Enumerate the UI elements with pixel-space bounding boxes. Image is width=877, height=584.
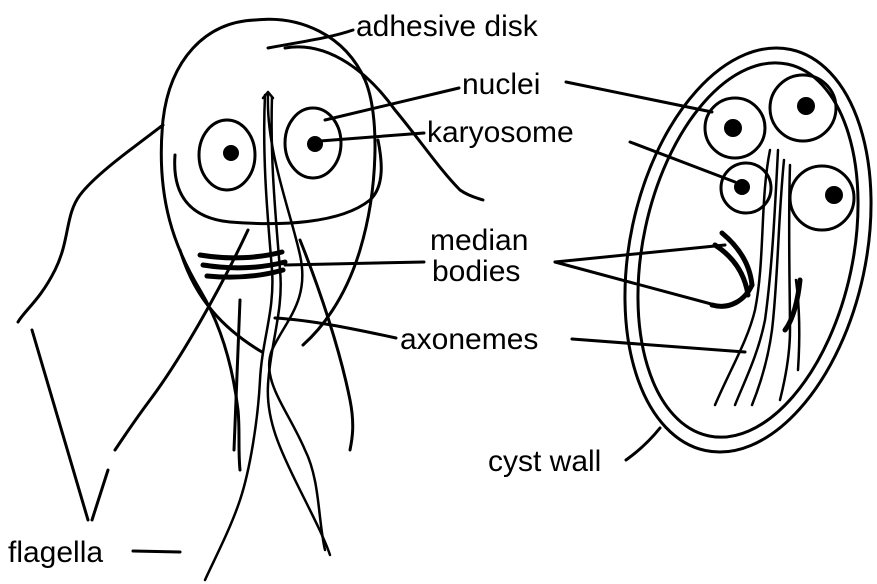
label-karyosome: karyosome [427,116,574,149]
flagellum-left-mid [115,230,248,450]
cyst-median-body-2 [715,245,748,295]
label-median-line1: median [430,224,528,257]
flagellum-right-mid [300,240,353,450]
cyst-median-body-1 [722,233,752,285]
label-axonemes: axonemes [400,323,538,356]
label-cyst-wall: cyst wall [488,445,601,478]
median-body-1 [200,252,282,258]
adhesive-disk-outline [175,140,382,224]
leader-flagella-1 [32,330,88,520]
leader-cyst-wall [626,428,660,460]
leader-karyosome-left [320,133,424,141]
median-body-2 [203,262,285,268]
cyst-karyosome-3 [734,179,750,195]
cyst-karyosome-2 [797,97,815,115]
flagellum-left-long [18,125,163,322]
leader-flagella-2 [92,470,108,520]
label-median-line2: bodies [432,255,520,288]
cyst-karyosome-4 [825,186,843,204]
cyst-wall-outer [590,25,877,475]
labels: adhesive disk nuclei karyosome median bo… [8,10,601,569]
label-nuclei: nuclei [462,68,540,101]
karyosome-right [307,136,323,152]
cyst-median-body-4 [785,280,800,330]
cyst-karyosome-1 [724,119,742,137]
trophozoite [18,19,483,580]
leader-median-right-2 [555,262,715,305]
leader-median-left [285,262,424,265]
karyosome-left [223,145,239,161]
leader-flagella-3 [133,551,180,552]
leader-axonemes-left [275,318,396,338]
label-flagella: flagella [8,536,103,569]
cyst [590,25,877,475]
cyst-nucleus-4 [790,166,854,230]
label-adhesive-disk: adhesive disk [356,10,539,43]
leader-axonemes-right [572,339,745,352]
